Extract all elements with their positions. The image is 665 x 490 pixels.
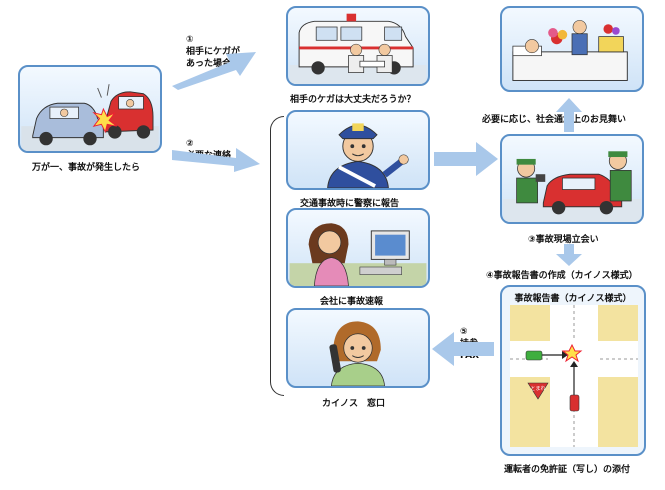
collision-illustration bbox=[21, 84, 159, 151]
arrow-to-site bbox=[434, 140, 500, 178]
license-caption: 運転者の免許証（写し）の添付 bbox=[504, 465, 631, 475]
stop-sign-text: とまれ bbox=[530, 386, 545, 392]
accident-site-illustration bbox=[503, 151, 641, 222]
office-worker-illustration bbox=[289, 223, 427, 286]
report-title: 事故報告書（カイノス様式） bbox=[514, 294, 632, 304]
hospital-caption: 必要に応じ、社会通念上のお見舞い bbox=[482, 115, 627, 125]
ambulance-illustration bbox=[289, 13, 427, 84]
accident-report-form: 事故報告書（カイノス様式） とまれ bbox=[500, 285, 646, 456]
step-number: ⑤ bbox=[460, 327, 468, 337]
police-caption: 交通事故時に警察に報告 bbox=[300, 199, 400, 209]
company-caption: 会社に事故速報 bbox=[320, 297, 384, 307]
hospital-illustration bbox=[512, 20, 628, 81]
branch-injury-label: ① 相手にケガが あった場合 bbox=[186, 34, 240, 70]
arrow-to-contacts bbox=[170, 136, 262, 172]
contact-bracket bbox=[270, 116, 284, 396]
arrow-icon bbox=[556, 98, 582, 132]
site-caption: ③事故現場立会い bbox=[528, 235, 599, 245]
arrow-icon bbox=[172, 52, 256, 90]
hospital-panel bbox=[500, 6, 644, 92]
arrow-icon bbox=[172, 148, 260, 172]
kainos-caption: カイノス 窓口 bbox=[322, 399, 386, 409]
arrow-icon bbox=[434, 142, 498, 176]
arrow-to-report bbox=[556, 244, 582, 266]
branch-injury-line1: 相手にケガが bbox=[186, 47, 241, 57]
kainos-panel bbox=[286, 308, 430, 388]
arrow-to-kainos bbox=[432, 330, 494, 368]
arrow-icon bbox=[556, 244, 582, 266]
arrow-to-hospital bbox=[556, 96, 582, 132]
step-number: ② bbox=[186, 139, 194, 149]
police-panel bbox=[286, 110, 430, 190]
accident-caption: 万が一、事故が発生したら bbox=[32, 163, 141, 173]
arrow-to-ambulance bbox=[170, 40, 260, 90]
company-panel bbox=[286, 208, 430, 288]
phone-operator-illustration bbox=[329, 321, 385, 386]
arrow-icon bbox=[432, 332, 494, 366]
branch-injury-line2: あった場合 bbox=[186, 59, 232, 69]
ambulance-caption: 相手のケガは大丈夫だろうか？ bbox=[290, 95, 416, 105]
intersection-diagram: とまれ bbox=[510, 305, 638, 447]
step-number: ① bbox=[186, 35, 194, 45]
ambulance-panel bbox=[286, 6, 430, 86]
site-panel bbox=[500, 134, 644, 224]
police-officer-illustration bbox=[327, 123, 409, 188]
accident-panel bbox=[18, 65, 162, 153]
stop-sign-icon bbox=[527, 382, 549, 400]
report-step-caption: ④事故報告書の作成（カイノス様式） bbox=[486, 271, 638, 281]
